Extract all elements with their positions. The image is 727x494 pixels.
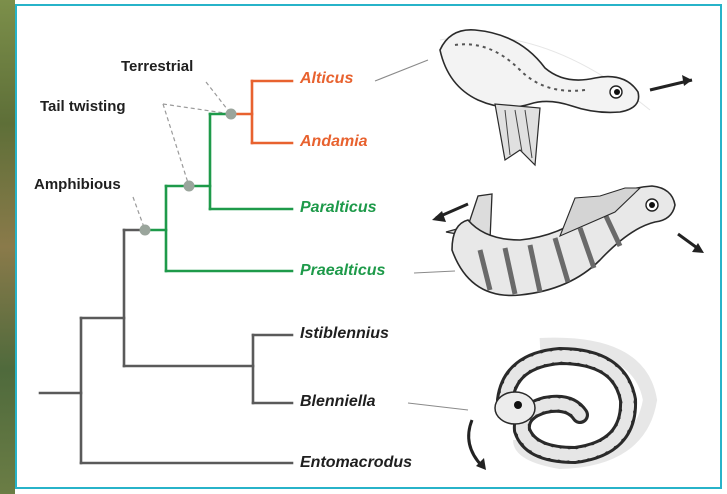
alticus-fin bbox=[495, 104, 540, 165]
tail-twisting-callout-2 bbox=[163, 104, 189, 186]
alticus-pointer bbox=[375, 60, 428, 81]
tail-twisting-node-marker bbox=[184, 181, 195, 192]
blenniella-arrow bbox=[469, 420, 482, 466]
terrestrial-node-marker bbox=[226, 109, 237, 120]
taxon-label-blenniella: Blenniella bbox=[300, 393, 376, 411]
praealticus-pupil bbox=[649, 202, 655, 208]
alticus-arrowhead bbox=[682, 75, 692, 86]
taxon-label-praealticus: Praealticus bbox=[300, 262, 385, 280]
taxon-label-alticus: Alticus bbox=[300, 70, 353, 88]
amphibious-node-marker bbox=[140, 225, 151, 236]
taxon-label-istiblennius: Istiblennius bbox=[300, 325, 389, 343]
orange-branches bbox=[231, 81, 292, 143]
alticus-pupil bbox=[614, 89, 620, 95]
blenniella-eye bbox=[514, 401, 522, 409]
blenniella-pointer bbox=[408, 403, 468, 410]
tail-twisting-node-label: Tail twisting bbox=[40, 98, 126, 115]
green-branches bbox=[145, 114, 292, 271]
taxon-label-paralticus: Paralticus bbox=[300, 199, 376, 217]
praealticus-pointer bbox=[414, 271, 455, 273]
blenniella-head bbox=[495, 392, 535, 424]
praealticus-left-arrowhead bbox=[432, 211, 446, 222]
taxon-label-entomacrodus: Entomacrodus bbox=[300, 454, 412, 472]
fish-illustration-praealticus bbox=[432, 186, 704, 295]
tail-twisting-callout bbox=[163, 104, 231, 114]
alticus-body bbox=[440, 30, 639, 113]
amphibious-node-label: Amphibious bbox=[34, 176, 121, 193]
node-markers bbox=[140, 109, 237, 236]
terrestrial-node-label: Terrestrial bbox=[121, 58, 193, 75]
terrestrial-callout bbox=[206, 82, 231, 114]
taxon-label-andamia: Andamia bbox=[300, 133, 368, 151]
fish-illustration-blenniella bbox=[469, 345, 650, 470]
fish-illustration-alticus bbox=[440, 30, 692, 165]
